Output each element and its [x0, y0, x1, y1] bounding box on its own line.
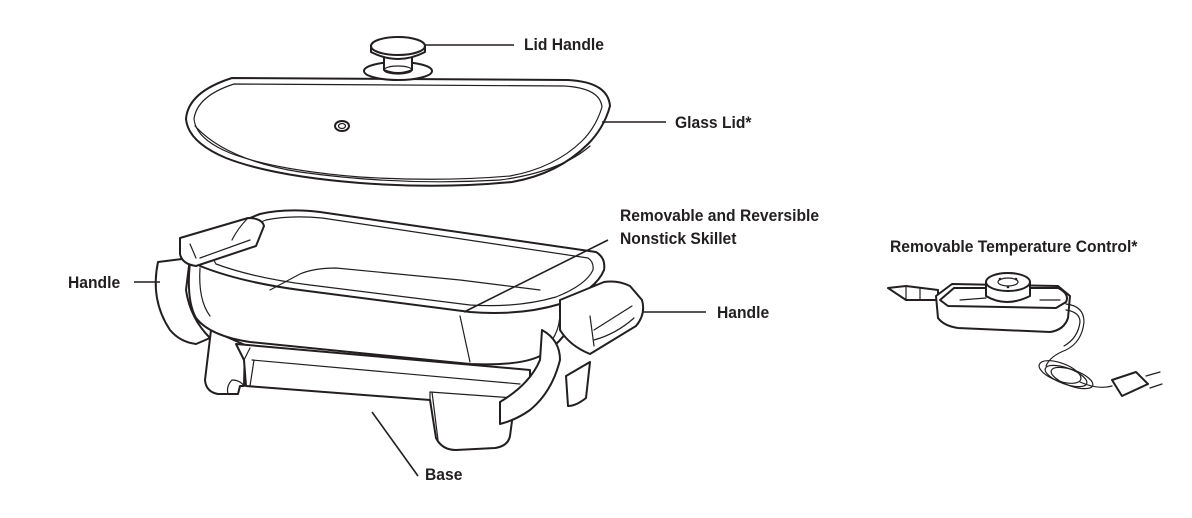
lid-handle — [363, 36, 433, 81]
label-glass-lid: Glass Lid* — [675, 113, 752, 132]
nonstick-skillet — [187, 209, 606, 366]
right-handle — [499, 280, 645, 425]
label-base: Base — [425, 465, 463, 484]
base — [204, 329, 531, 451]
label-handle-left: Handle — [68, 273, 121, 292]
label-handle-right: Handle — [717, 303, 770, 322]
leader-base — [371, 411, 419, 477]
glass-lid — [185, 77, 611, 187]
label-skillet-line-2: Nonstick Skillet — [620, 229, 737, 248]
label-temperature-control: Removable Temperature Control* — [890, 237, 1138, 256]
label-lid-handle: Lid Handle — [524, 35, 604, 54]
temperature-control-probe — [887, 272, 1163, 397]
leader-skillet — [463, 239, 609, 313]
label-skillet-line-1: Removable and Reversible — [620, 206, 820, 225]
left-handle — [154, 217, 265, 345]
